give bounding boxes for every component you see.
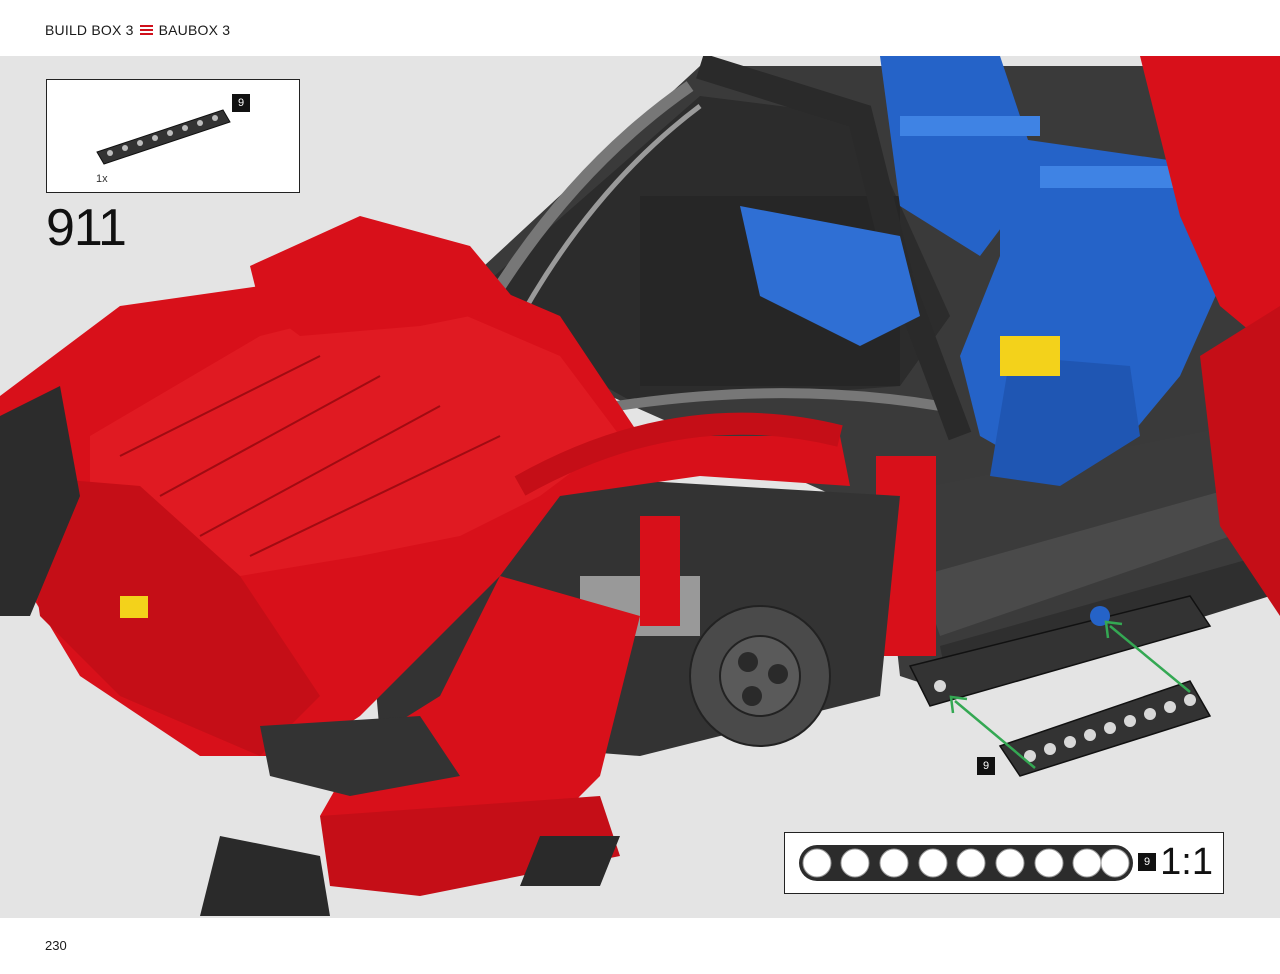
step-number: 911 [46,199,127,257]
parts-quantity: 1x [96,173,108,185]
blue-seats [740,56,1220,486]
front-bumper [0,386,620,916]
scale-part-id-badge: 9 [1138,853,1156,871]
technic-beam-icon [799,845,1133,881]
car-model-illustration [0,56,1280,916]
parts-part-id-badge: 9 [232,94,250,112]
parts-needed-callout: 9 1x [46,79,300,193]
header-left-title: BUILD BOX 3 [45,22,134,38]
green-arrow-icon [949,620,1191,769]
instruction-illustration: 9 [0,56,1280,918]
arrow-part-id-badge: 9 [977,757,995,775]
wheel-hub [689,605,831,747]
scale-label: 1:1 [1160,841,1213,883]
page-number: 230 [45,938,67,953]
separator-bars-icon [139,25,153,35]
header-right-title: BAUBOX 3 [158,22,231,38]
page-header: BUILD BOX 3 BAUBOX 3 [45,20,230,40]
technic-beam-icon [96,109,231,165]
scale-ruler: 9 1:1 [784,832,1224,894]
added-beams [908,595,1212,777]
